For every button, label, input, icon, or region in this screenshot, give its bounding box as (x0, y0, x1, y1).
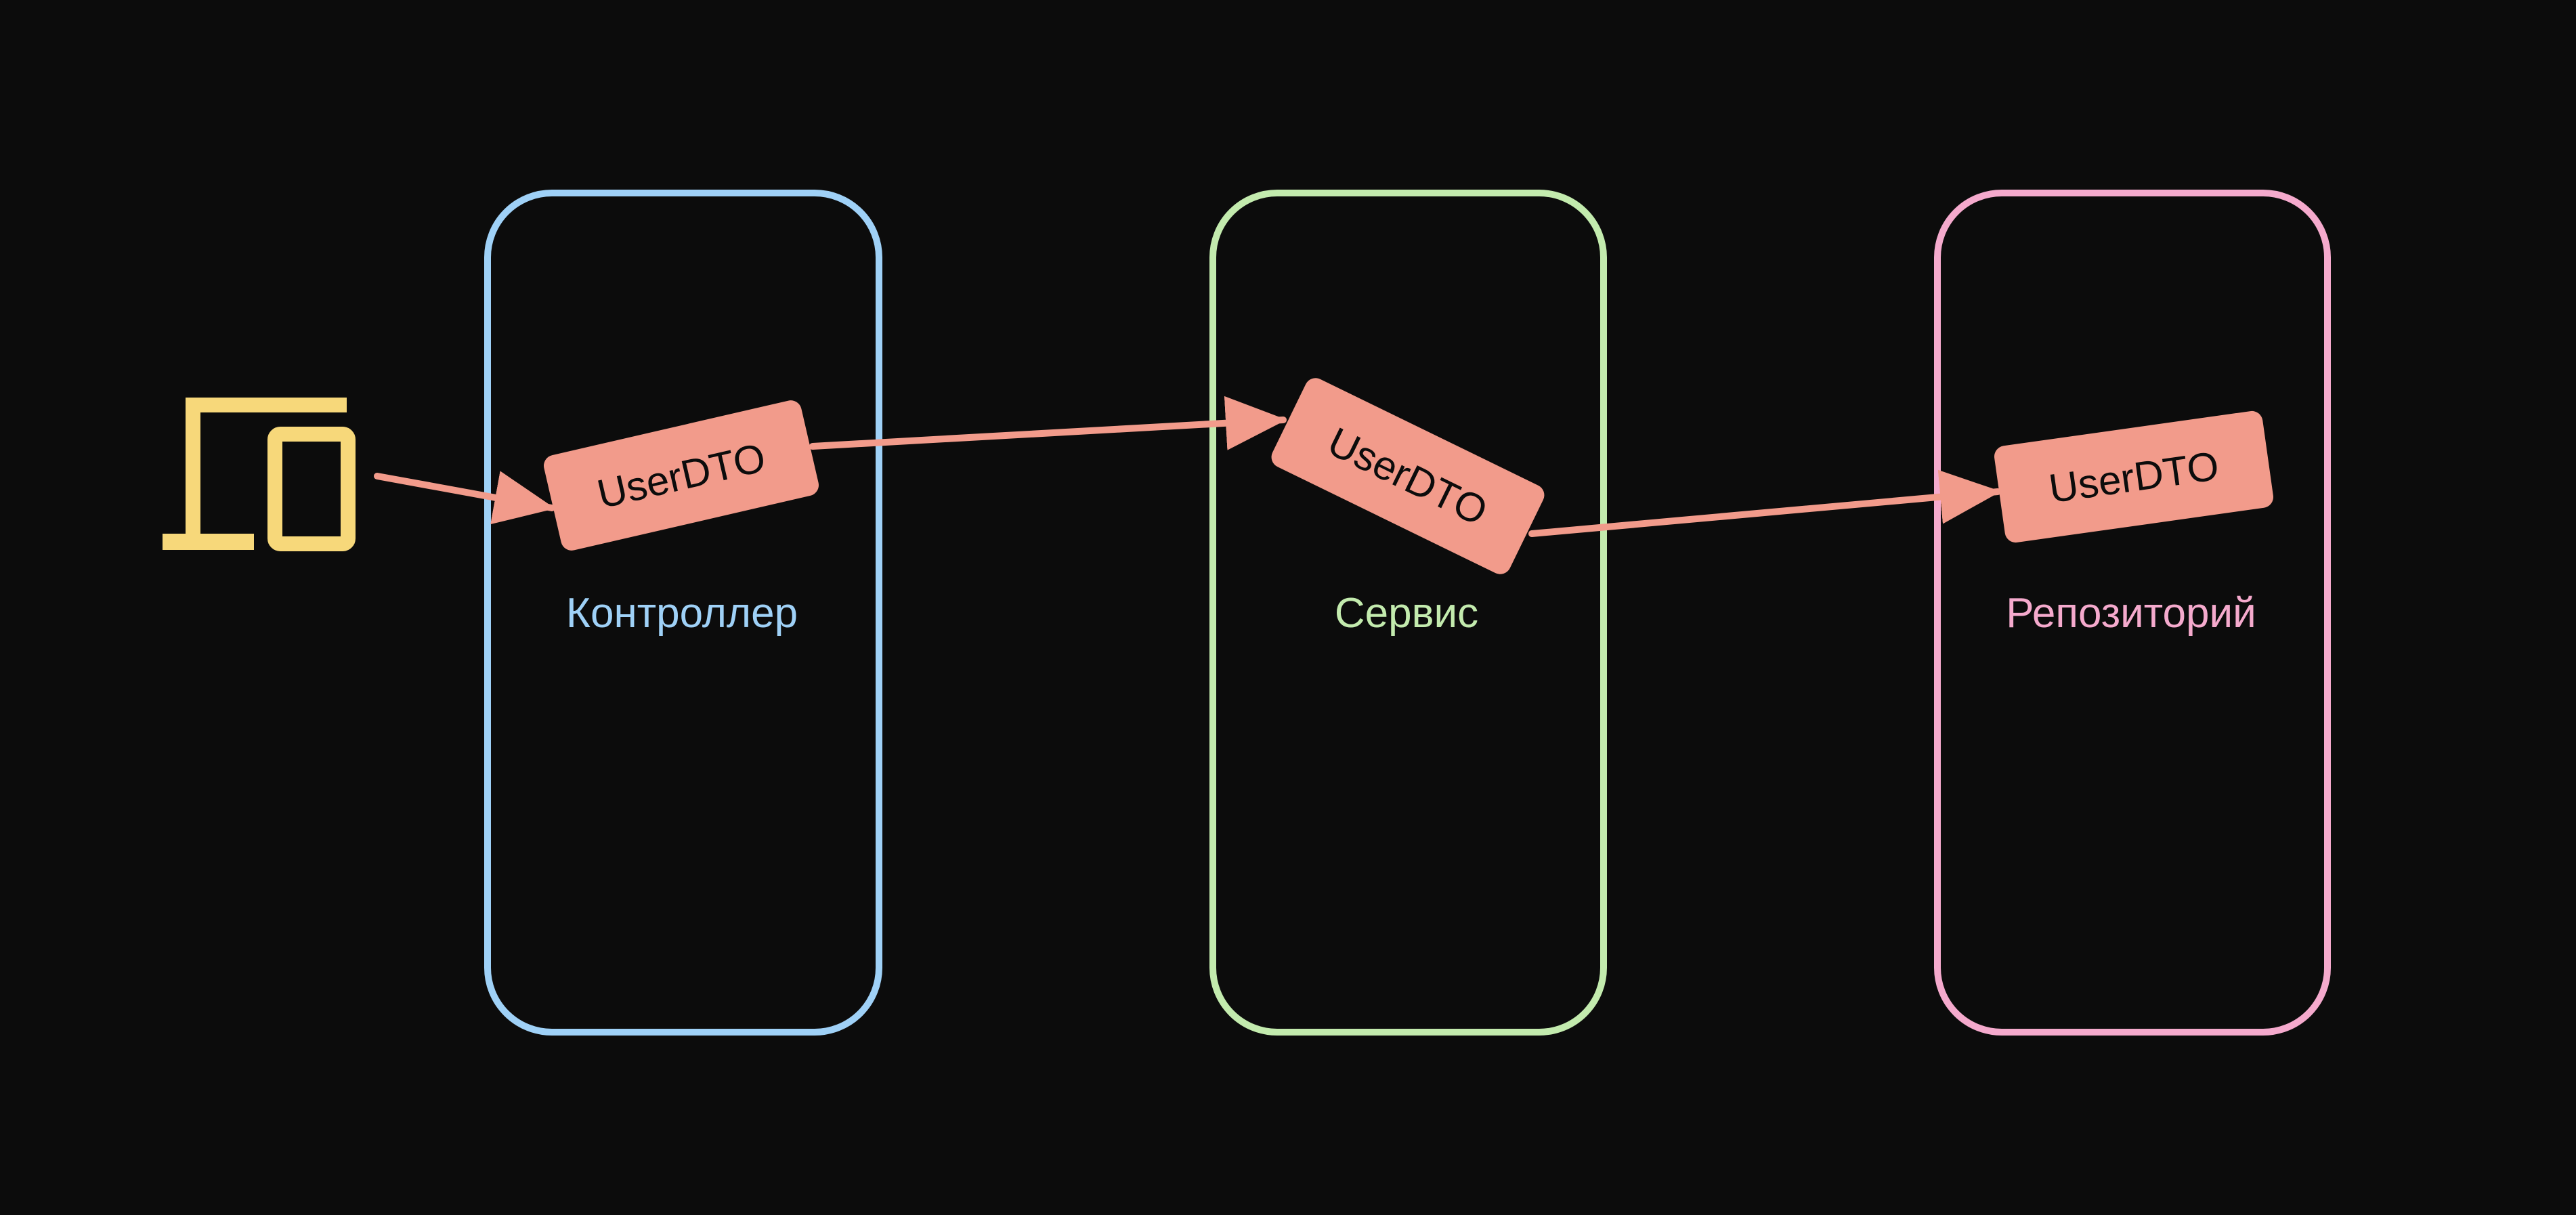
arrow-client-to-controller (374, 471, 555, 525)
service-layer-box (1209, 190, 1607, 1036)
arrow-controller-to-service (809, 396, 1287, 450)
phone-icon (267, 427, 356, 551)
controller-label: Контроллер (566, 590, 798, 637)
dto-badge-service: UserDTO (1271, 378, 1545, 574)
laptop-icon (186, 398, 347, 542)
dto-badge-repository: UserDTO (1994, 410, 2274, 543)
laptop-and-phone-icon (163, 398, 356, 551)
arrow-service-to-repository (1528, 469, 2001, 537)
service-label: Сервис (1335, 590, 1478, 637)
repository-label: Репозиторий (2006, 590, 2256, 637)
controller-layer-box (484, 190, 882, 1036)
repository-layer-box (1934, 190, 2331, 1036)
dto-badge-controller: UserDTO (543, 400, 819, 551)
